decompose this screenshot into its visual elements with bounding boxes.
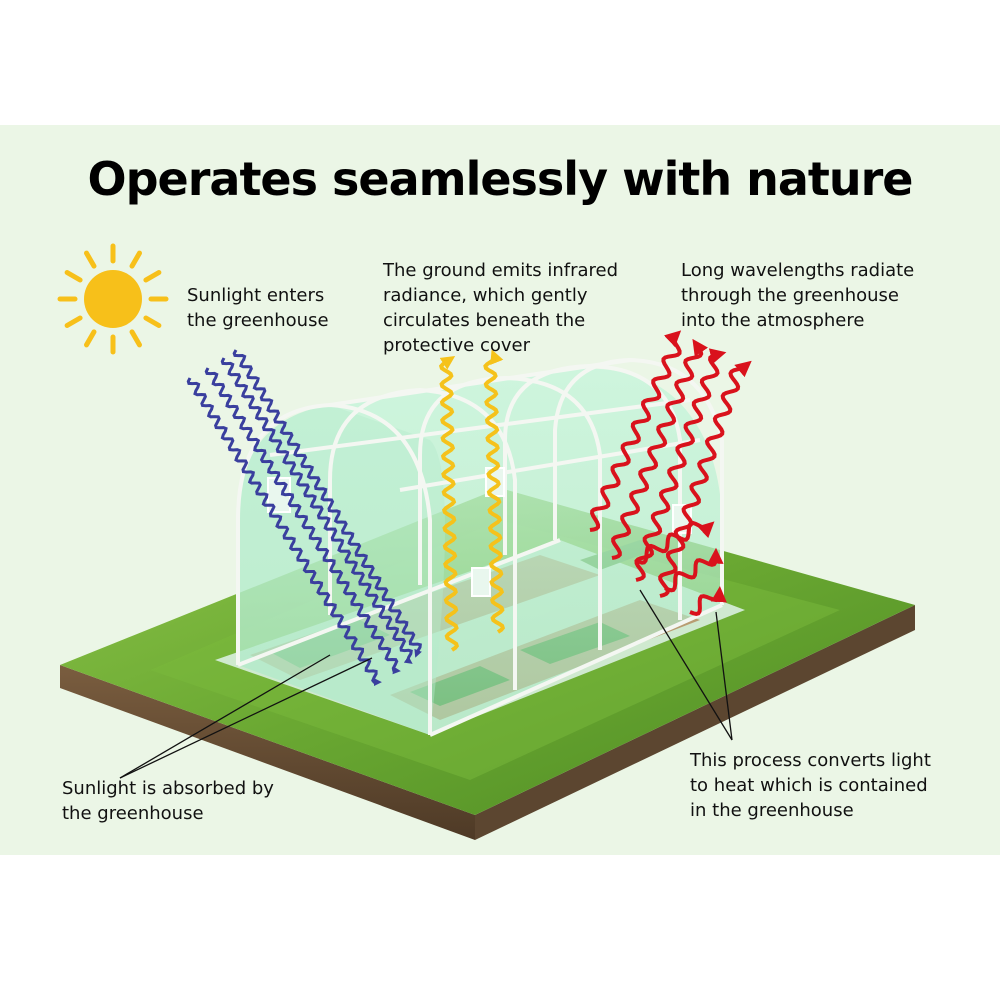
caption-light-to-heat: This process converts light to heat whic… — [690, 748, 931, 823]
longwave-wave — [658, 360, 752, 598]
page-title: Operates seamlessly with nature — [87, 152, 913, 206]
sun-ray — [129, 250, 142, 269]
sun-ray — [64, 270, 83, 283]
longwave-wave — [664, 547, 724, 593]
infrared-waves — [438, 349, 506, 652]
caption-line: This process converts light — [690, 750, 931, 771]
caption-line: Long wavelengths radiate — [681, 260, 915, 281]
caption-sunlight-enters: Sunlight enters the greenhouse — [187, 283, 329, 333]
caption-line: in the greenhouse — [690, 800, 854, 821]
sunlight-wave — [204, 367, 401, 675]
longwave-wave — [634, 348, 727, 582]
longwave-wave — [589, 330, 682, 532]
longwave-wave — [611, 338, 709, 560]
longwave-wave — [689, 586, 727, 616]
infrared-wave — [483, 349, 506, 634]
longwave-wave — [635, 520, 715, 565]
sun-ray — [84, 250, 97, 269]
caption-sunlight-absorbed: Sunlight is absorbed by the greenhouse — [62, 776, 274, 826]
caption-line: Sunlight is absorbed by — [62, 778, 274, 799]
caption-line: into the atmosphere — [681, 310, 865, 331]
caption-ground-emits-infrared: The ground emits infrared radiance, whic… — [383, 258, 618, 358]
caption-line: through the greenhouse — [681, 285, 899, 306]
sunlight-waves — [186, 349, 422, 687]
caption-line: circulates beneath the — [383, 310, 586, 331]
longwave-radiation-waves — [589, 330, 752, 616]
sun-ray — [143, 315, 162, 328]
caption-line: to heat which is contained — [690, 775, 928, 796]
sun-ray — [129, 329, 142, 348]
sun-icon — [57, 243, 169, 355]
greenhouse-illustration — [215, 357, 745, 737]
sun-ray — [64, 315, 83, 328]
caption-line: the greenhouse — [62, 803, 204, 824]
sun-ray — [143, 270, 162, 283]
caption-line: the greenhouse — [187, 310, 329, 331]
sunlight-wave — [220, 357, 413, 664]
caption-long-wavelengths: Long wavelengths radiate through the gre… — [681, 258, 914, 333]
caption-line: The ground emits infrared — [383, 260, 619, 281]
caption-line: protective cover — [383, 335, 531, 356]
sunlight-wave — [232, 349, 422, 658]
caption-line: radiance, which gently — [383, 285, 588, 306]
infrared-wave — [438, 356, 460, 652]
leader-lines — [119, 589, 733, 779]
caption-line: Sunlight enters — [187, 285, 325, 306]
sunlight-wave — [186, 377, 382, 687]
sun-ray — [84, 329, 97, 348]
